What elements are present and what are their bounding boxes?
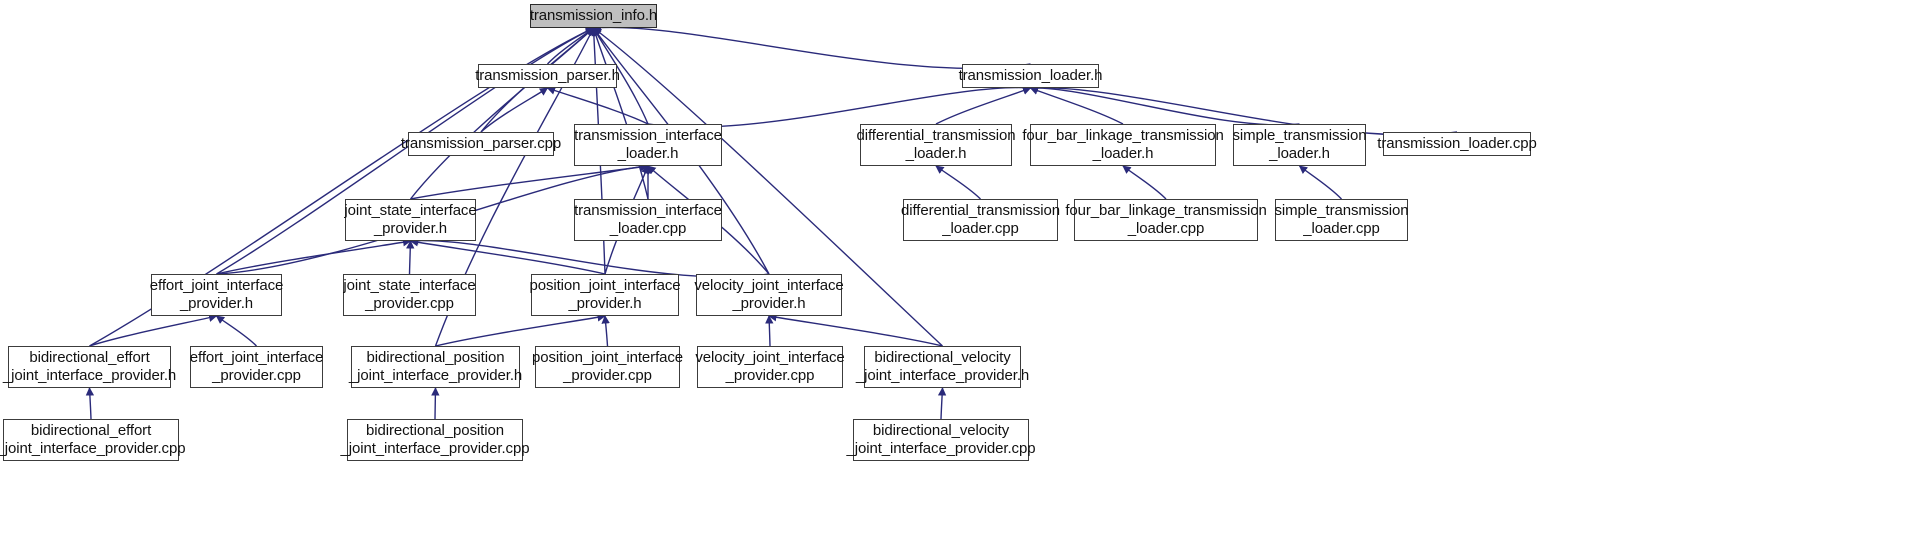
graph-node-label: transmission_parser.cpp [400, 135, 562, 152]
graph-node-differential_transmission_loader_h[interactable]: differential_transmission _loader.h [857, 124, 1016, 166]
graph-edge [935, 165, 981, 200]
graph-edge [765, 315, 774, 347]
graph-node-label: transmission_loader.cpp [1377, 135, 1537, 152]
graph-node-label: transmission_loader.h [958, 67, 1103, 84]
graph-node-transmission_interface_loader_cpp[interactable]: transmission_interface _loader.cpp [574, 199, 722, 241]
graph-node-simple_transmission_loader_cpp[interactable]: simple_transmission _loader.cpp [1275, 199, 1409, 241]
graph-node-label: bidirectional_position _joint_interface_… [348, 349, 523, 384]
graph-edge [546, 86, 649, 125]
graph-edge [1298, 165, 1343, 200]
graph-edge [215, 315, 257, 347]
graph-node-label: bidirectional_velocity _joint_interface_… [846, 422, 1036, 457]
graph-node-label: simple_transmission _loader.cpp [1274, 202, 1409, 237]
graph-edge [409, 236, 770, 278]
graph-node-label: bidirectional_effort _joint_interface_pr… [2, 349, 177, 384]
graph-node-label: transmission_info.h [529, 7, 658, 24]
graph-node-label: bidirectional_effort _joint_interface_pr… [0, 422, 186, 457]
graph-node-bidirectional_velocity_joint_interface_provider_cpp[interactable]: bidirectional_velocity _joint_interface_… [847, 419, 1036, 461]
graph-edge [935, 86, 1032, 125]
graph-node-joint_state_interface_provider_cpp[interactable]: joint_state_interface _provider.cpp [343, 274, 476, 316]
graph-node-bidirectional_effort_joint_interface_provider_h[interactable]: bidirectional_effort _joint_interface_pr… [3, 346, 176, 388]
graph-edge [431, 387, 440, 420]
graph-edge [409, 27, 595, 200]
graph-node-position_joint_interface_provider_cpp[interactable]: position_joint_interface _provider.cpp [532, 346, 683, 388]
graph-node-differential_transmission_loader_cpp[interactable]: differential_transmission _loader.cpp [901, 199, 1060, 241]
graph-edge [647, 83, 1032, 128]
graph-node-transmission_parser_h[interactable]: transmission_parser.h [475, 64, 620, 88]
graph-edge [410, 162, 649, 200]
graph-node-transmission_interface_loader_h[interactable]: transmission_interface _loader.h [574, 124, 722, 166]
graph-edge [85, 387, 95, 420]
graph-node-bidirectional_position_joint_interface_provider_h[interactable]: bidirectional_position _joint_interface_… [349, 346, 522, 388]
graph-edge [409, 238, 606, 275]
graph-node-label: transmission_parser.h [475, 67, 620, 84]
graph-node-label: velocity_joint_interface _provider.cpp [695, 349, 845, 384]
graph-edge [480, 87, 549, 133]
graph-node-simple_transmission_loader_h[interactable]: simple_transmission _loader.h [1233, 124, 1367, 166]
graph-node-effort_joint_interface_provider_cpp[interactable]: effort_joint_interface _provider.cpp [190, 346, 323, 388]
graph-node-position_joint_interface_provider_h[interactable]: position_joint_interface _provider.h [529, 274, 681, 316]
graph-node-label: bidirectional_position _joint_interface_… [340, 422, 530, 457]
graph-node-four_bar_linkage_transmission_loader_cpp[interactable]: four_bar_linkage_transmission _loader.cp… [1065, 199, 1267, 241]
graph-edge [435, 313, 606, 347]
graph-node-transmission_info_h[interactable]: transmission_info.h [530, 4, 657, 28]
graph-node-label: position_joint_interface _provider.h [529, 277, 681, 312]
graph-edge [216, 238, 412, 275]
graph-edge [1029, 86, 1124, 125]
graph-node-four_bar_linkage_transmission_loader_h[interactable]: four_bar_linkage_transmission _loader.h [1022, 124, 1224, 166]
graph-node-label: four_bar_linkage_transmission _loader.cp… [1065, 202, 1267, 237]
graph-node-label: effort_joint_interface _provider.cpp [189, 349, 324, 384]
graph-edge [592, 23, 1031, 70]
graph-node-label: joint_state_interface _provider.h [344, 202, 477, 237]
graph-node-bidirectional_position_joint_interface_provider_cpp[interactable]: bidirectional_position _joint_interface_… [341, 419, 530, 461]
graph-node-label: differential_transmission _loader.cpp [901, 202, 1060, 237]
graph-node-label: velocity_joint_interface _provider.h [694, 277, 844, 312]
graph-edge [768, 313, 943, 347]
graph-node-label: simple_transmission _loader.h [1232, 127, 1367, 162]
graph-edge [937, 387, 947, 420]
graph-edge [601, 315, 610, 347]
graph-node-bidirectional_effort_joint_interface_provider_cpp[interactable]: bidirectional_effort _joint_interface_pr… [0, 419, 186, 461]
graph-node-label: position_joint_interface _provider.cpp [531, 349, 684, 384]
graph-edge [1122, 165, 1167, 200]
graph-node-velocity_joint_interface_provider_h[interactable]: velocity_joint_interface _provider.h [694, 274, 844, 316]
graph-node-label: bidirectional_velocity _joint_interface_… [855, 349, 1030, 384]
graph-node-velocity_joint_interface_provider_cpp[interactable]: velocity_joint_interface _provider.cpp [695, 346, 845, 388]
graph-node-label: joint_state_interface _provider.cpp [343, 277, 476, 312]
graph-node-joint_state_interface_provider_h[interactable]: joint_state_interface _provider.h [344, 199, 477, 241]
graph-node-effort_joint_interface_provider_h[interactable]: effort_joint_interface _provider.h [150, 274, 283, 316]
graph-node-label: effort_joint_interface _provider.h [149, 277, 284, 312]
graph-node-transmission_loader_cpp[interactable]: transmission_loader.cpp [1377, 132, 1537, 156]
graph-node-label: four_bar_linkage_transmission _loader.h [1022, 127, 1224, 162]
graph-node-label: transmission_interface _loader.h [574, 127, 722, 162]
graph-node-label: transmission_interface _loader.cpp [574, 202, 722, 237]
graph-edge [1029, 83, 1300, 126]
graph-node-label: differential_transmission _loader.h [856, 127, 1016, 162]
graph-node-transmission_parser_cpp[interactable]: transmission_parser.cpp [401, 132, 561, 156]
graph-node-transmission_loader_h[interactable]: transmission_loader.h [959, 64, 1103, 88]
graph-edge [591, 27, 649, 200]
graph-edge [89, 313, 218, 347]
graph-node-bidirectional_velocity_joint_interface_provider_h[interactable]: bidirectional_velocity _joint_interface_… [856, 346, 1029, 388]
graph-edge [406, 240, 415, 275]
graph-edge [546, 27, 595, 65]
